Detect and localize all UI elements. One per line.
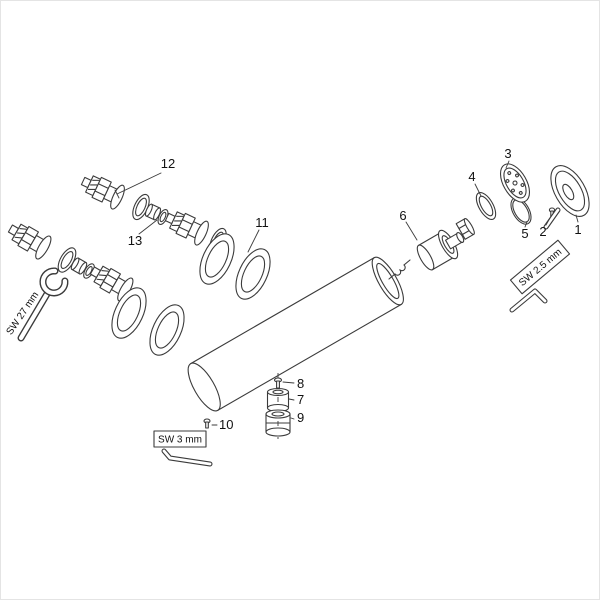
part-label-10: 10	[219, 417, 233, 432]
large-escutcheon-icon	[228, 243, 278, 305]
dial-plate-3	[499, 163, 531, 203]
handle-1	[550, 165, 590, 217]
s-connector-fitting-icon	[77, 168, 128, 212]
part-label-12: 12	[161, 156, 175, 171]
retaining-clip-icon	[388, 259, 411, 280]
thermostat-cartridge-6	[416, 229, 465, 271]
part-label-4: 4	[468, 169, 475, 184]
part-label-7: 7	[297, 392, 304, 407]
large-escutcheon-icon	[142, 299, 192, 361]
s-connector-fitting-icon	[161, 204, 212, 248]
part-label-2: 2	[539, 224, 546, 239]
leader-lines	[114, 160, 579, 426]
outlet-screw-8	[273, 377, 283, 389]
tool-box-sw3	[153, 430, 207, 448]
outlet-fitting-9	[265, 409, 291, 437]
s-connector-assembly-top	[77, 168, 231, 257]
cartridge-nut	[455, 218, 475, 240]
wrench-sw27: SW 27 mm	[5, 267, 69, 342]
allen-3-label: SW 3 mm	[158, 435, 202, 446]
allen-key-2-5: SW 2.5 mm	[509, 239, 571, 313]
set-screw-10	[203, 418, 211, 429]
threaded-ring-4	[475, 191, 497, 221]
part-label-9: 9	[297, 410, 304, 425]
part-label-1: 1	[574, 222, 581, 237]
part-label-3: 3	[504, 146, 511, 161]
main-bar	[187, 256, 404, 412]
allen-key-3: SW 3 mm	[153, 430, 213, 467]
part-label-6: 6	[399, 208, 406, 223]
large-escutcheon-icon	[104, 282, 154, 344]
escutcheon-pair-11	[192, 228, 278, 305]
part-label-8: 8	[297, 376, 304, 391]
tool-box-sw25	[509, 239, 571, 295]
s-connector-fitting-icon	[3, 216, 55, 262]
part-label-11: 11	[255, 215, 269, 230]
part-label-5: 5	[521, 226, 528, 241]
allen-25-label: SW 2.5 mm	[517, 247, 564, 289]
s-connector-assembly-bottom	[3, 216, 192, 361]
part-label-13: 13	[128, 233, 142, 248]
